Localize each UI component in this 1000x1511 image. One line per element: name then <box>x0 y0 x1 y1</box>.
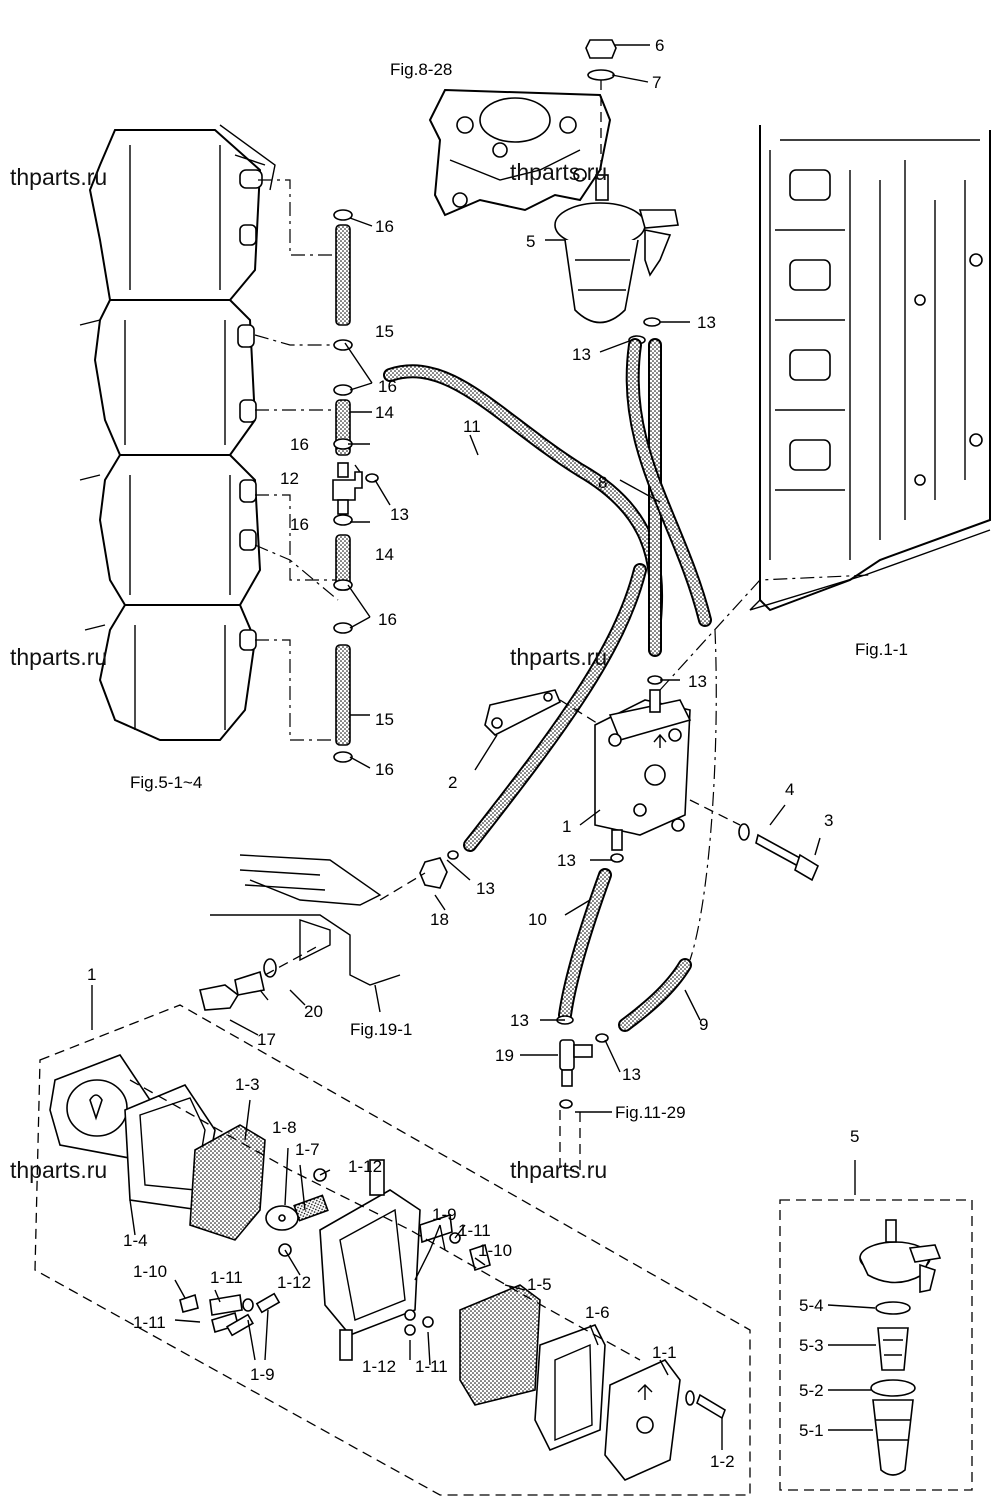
callout: 17 <box>257 1030 276 1049</box>
callout: 1-12 <box>348 1157 382 1176</box>
callout: 13 <box>476 879 495 898</box>
fuel-pump-exploded-box <box>34 1004 751 1496</box>
callout: 8 <box>598 473 607 492</box>
figure-ref: Fig.19-1 <box>350 1020 412 1039</box>
callout: 13 <box>697 313 716 332</box>
callout: 1-10 <box>133 1262 167 1281</box>
pump-bracket-drawing <box>484 689 562 736</box>
fig19-1-outline-drawing <box>210 854 401 986</box>
callout: 16 <box>375 217 394 236</box>
watermark-text: thparts.ru <box>510 159 607 185</box>
callout: 1-3 <box>235 1075 260 1094</box>
sensor-17-drawing <box>199 958 277 1011</box>
callout: 16 <box>290 515 309 534</box>
callout: 1-2 <box>710 1452 735 1471</box>
fuel-pump-drawing <box>594 689 692 851</box>
figure-ref: Fig.5-1~4 <box>130 773 202 792</box>
callout: 10 <box>528 910 547 929</box>
callout: 1-8 <box>272 1118 297 1137</box>
callout: 11 <box>463 417 481 436</box>
callout: 9 <box>699 1015 708 1034</box>
callout: 12 <box>280 469 299 488</box>
watermark-text: thparts.ru <box>10 644 107 670</box>
callout: 13 <box>572 345 591 364</box>
callout: 14 <box>375 403 394 422</box>
fuel-filter-exploded-parts <box>859 1219 942 1476</box>
callout: 13 <box>557 851 576 870</box>
leader-lines <box>91 44 876 1450</box>
callout: 13 <box>622 1065 641 1084</box>
callout: 1-10 <box>478 1241 512 1260</box>
callout: 7 <box>652 73 661 92</box>
callout: 1-9 <box>432 1205 457 1224</box>
callout: 16 <box>378 610 397 629</box>
callout: 1-11 <box>458 1221 491 1240</box>
fuel-filter-detail-box <box>779 1199 973 1491</box>
watermark-text: thparts.ru <box>10 164 107 190</box>
callout: 14 <box>375 545 394 564</box>
callout: 1-12 <box>362 1357 396 1376</box>
figure-ref: Fig.8-28 <box>390 60 452 79</box>
callout: 4 <box>785 780 794 799</box>
callout: 5-4 <box>799 1296 824 1315</box>
callout: 13 <box>510 1011 529 1030</box>
cylinder-block-drawing <box>749 125 991 612</box>
callout: 5 <box>850 1127 859 1146</box>
callout: 1-7 <box>295 1140 320 1159</box>
callout: 1-12 <box>277 1273 311 1292</box>
callout: 6 <box>655 36 664 55</box>
callout: 16 <box>378 377 397 396</box>
callout: 5 <box>526 232 535 251</box>
callout: 1-11 <box>415 1357 448 1376</box>
callout: 15 <box>375 710 394 729</box>
crossover-hose-assembly <box>332 209 379 763</box>
callout: 1 <box>562 817 571 836</box>
callout: 16 <box>290 435 309 454</box>
callout: 5-1 <box>799 1421 824 1440</box>
figure-ref: Fig.11-29 <box>615 1103 686 1122</box>
callout: 15 <box>375 322 394 341</box>
fuel-hoses <box>383 338 712 1032</box>
callout: 2 <box>448 773 457 792</box>
callout: 1 <box>87 965 96 984</box>
callout: 5-2 <box>799 1381 824 1400</box>
callout: 1-11 <box>210 1268 243 1287</box>
callout: 1-1 <box>652 1343 677 1362</box>
callout: 1-4 <box>123 1231 148 1250</box>
callout: 13 <box>688 672 707 691</box>
callout: 1-9 <box>250 1365 275 1384</box>
watermark-text: thparts.ru <box>10 1157 107 1183</box>
callout: 5-3 <box>799 1336 824 1355</box>
callout: 20 <box>304 1002 323 1021</box>
watermark-text: thparts.ru <box>510 644 607 670</box>
bracket-drawing <box>428 88 612 217</box>
callout: 1-5 <box>527 1275 552 1294</box>
callout: 13 <box>390 505 409 524</box>
fuel-pump-exploded-parts <box>49 1054 726 1481</box>
cylinder-heads-drawing <box>79 124 276 741</box>
callout: 19 <box>495 1046 514 1065</box>
callout: 18 <box>430 910 449 929</box>
figure-ref: Fig.1-1 <box>855 640 908 659</box>
watermark-text: thparts.ru <box>510 1157 607 1183</box>
callout: 1-6 <box>585 1303 610 1322</box>
callout: 16 <box>375 760 394 779</box>
callout: 3 <box>824 811 833 830</box>
callout: 1-11 <box>133 1313 166 1332</box>
